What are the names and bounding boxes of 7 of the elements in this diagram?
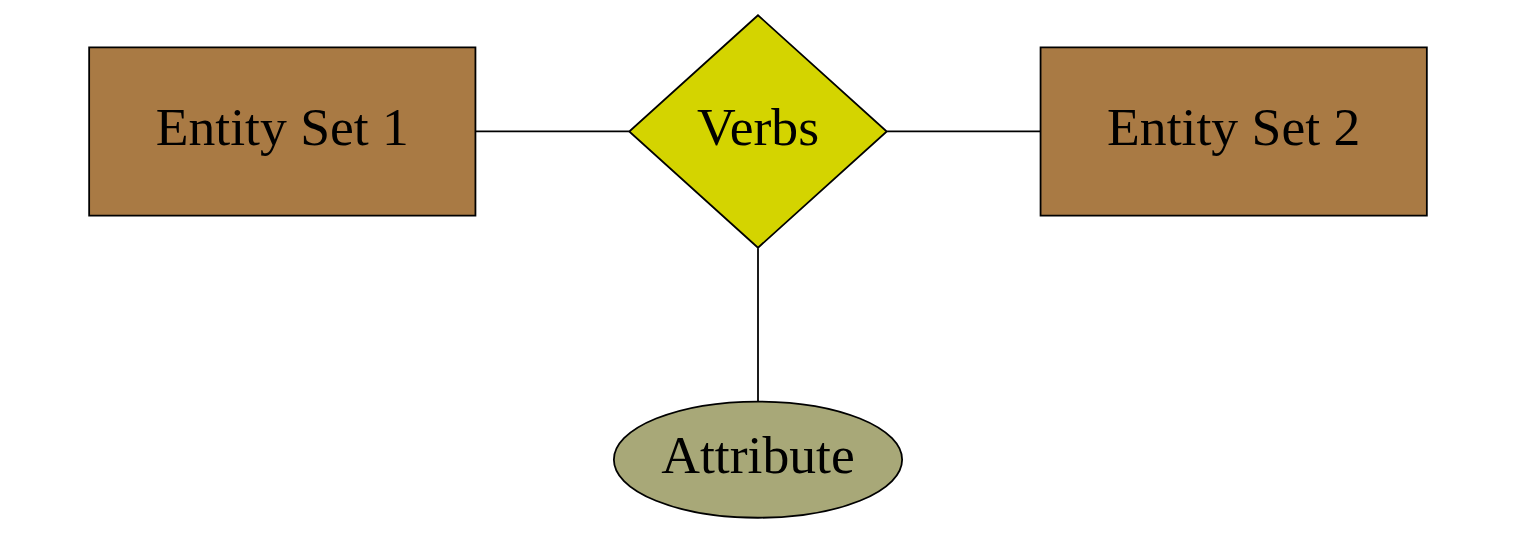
node-diamond: Verbs xyxy=(627,14,889,249)
connector xyxy=(757,247,759,402)
node-box: Entity Set 1 xyxy=(88,46,477,217)
node-box: Entity Set 2 xyxy=(1039,46,1428,217)
node-ellipse: Attribute xyxy=(613,400,903,519)
connector xyxy=(886,130,1041,133)
connector xyxy=(474,130,630,133)
